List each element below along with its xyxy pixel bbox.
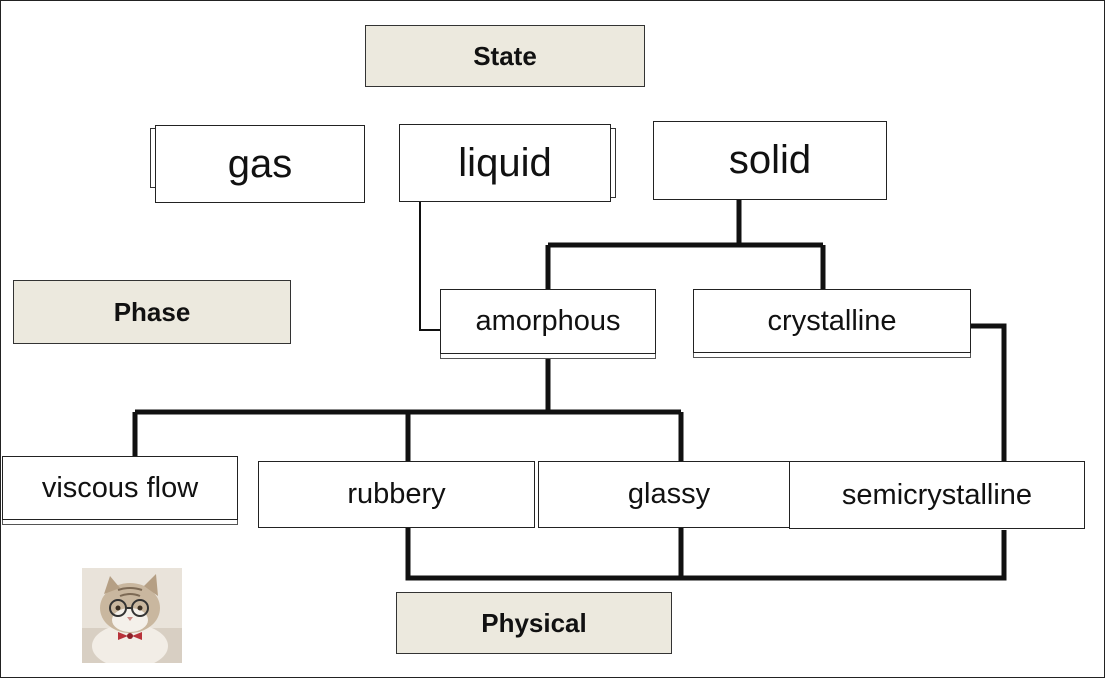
physical-label: Physical <box>396 592 672 654</box>
crystalline-node: crystalline <box>693 289 971 353</box>
rubbery-node: rubbery <box>258 461 535 528</box>
cat-with-glasses-picture <box>82 568 182 663</box>
viscous-flow-node: viscous flow <box>2 456 238 520</box>
liquid-node: liquid <box>399 124 611 202</box>
connector-physical-bracket <box>405 527 1007 581</box>
liquid-box-shadow <box>608 128 616 198</box>
connector-crystalline-semicrystalline <box>970 323 1007 461</box>
solid-node: solid <box>653 121 887 200</box>
semicrystalline-node: semicrystalline <box>789 461 1085 529</box>
connector-liquid-amorphous <box>419 200 442 331</box>
gas-node: gas <box>155 125 365 203</box>
state-label: State <box>365 25 645 87</box>
phase-label: Phase <box>13 280 291 344</box>
glassy-node: glassy <box>538 461 800 528</box>
amorphous-node: amorphous <box>440 289 656 354</box>
